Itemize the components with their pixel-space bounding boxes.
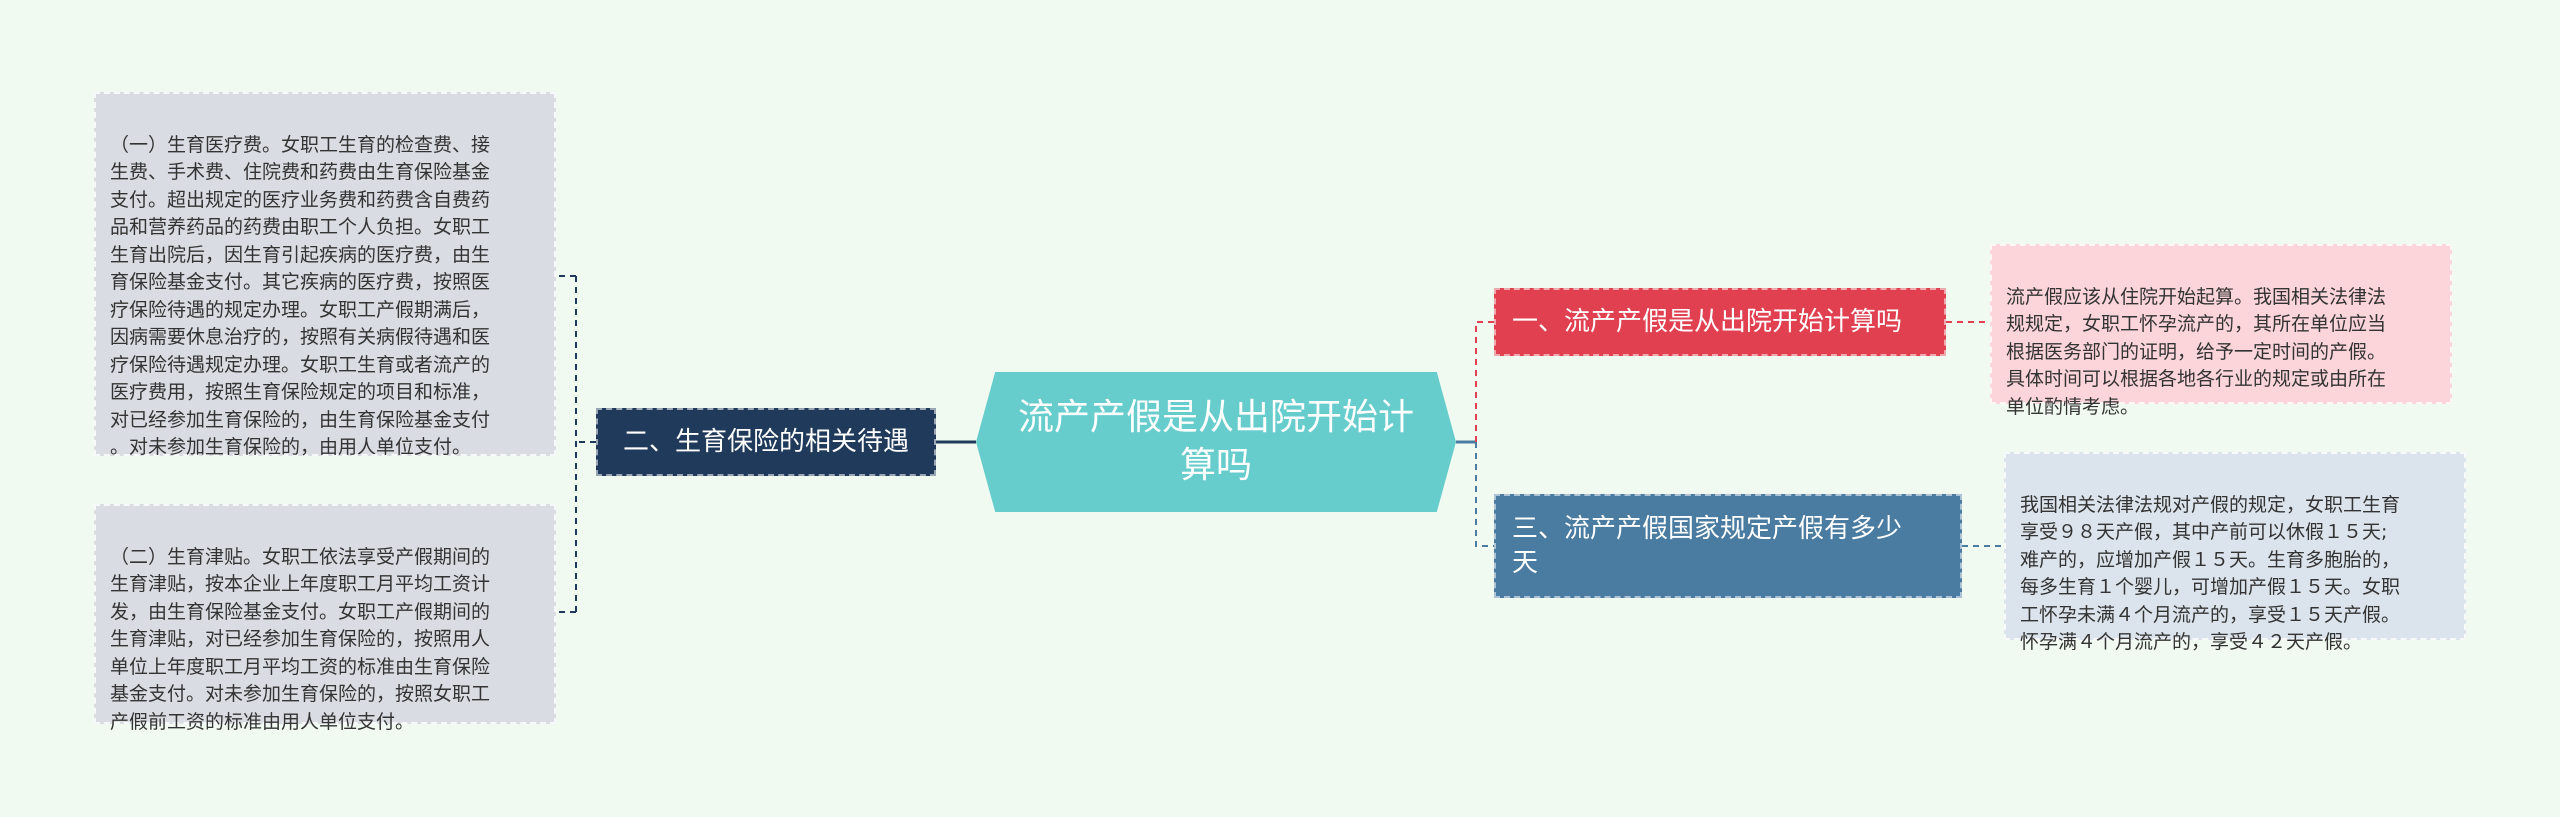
- leaf-right-1-text: 流产假应该从住院开始起算。我国相关法律法 规规定，女职工怀孕流产的，其所在单位应…: [2006, 285, 2387, 418]
- branch-right-3-label: 三、流产产假国家规定产假有多少 天: [1512, 514, 1903, 578]
- branch-right-1[interactable]: 一、流产产假是从出院开始计算吗: [1494, 288, 1946, 356]
- branch-right-3[interactable]: 三、流产产假国家规定产假有多少 天: [1494, 494, 1962, 598]
- central-topic[interactable]: 流产产假是从出院开始计算吗: [976, 372, 1456, 512]
- leaf-right-1[interactable]: 流产假应该从住院开始起算。我国相关法律法 规规定，女职工怀孕流产的，其所在单位应…: [1990, 244, 2452, 418]
- connector-left-leaves: [556, 275, 596, 613]
- leaf-left-1[interactable]: （一）生育医疗费。女职工生育的检查费、接 生费、手术费、住院费和药费由生育保险基…: [94, 92, 556, 459]
- connector-right3-trunk: [1475, 442, 1494, 547]
- connector-right1-trunk: [1475, 321, 1494, 442]
- leaf-right-3-text: 我国相关法律法规对产假的规定，女职工生育 享受９８天产假，其中产前可以休假１５天…: [2020, 493, 2401, 654]
- leaf-left-1-text: （一）生育医疗费。女职工生育的检查费、接 生费、手术费、住院费和药费由生育保险基…: [110, 133, 491, 459]
- central-topic-label: 流产产假是从出院开始计算吗: [1017, 397, 1414, 486]
- leaf-left-2[interactable]: （二）生育津贴。女职工依法享受产假期间的 生育津贴，按本企业上年度职工月平均工资…: [94, 504, 556, 733]
- branch-left-label: 二、生育保险的相关待遇: [622, 427, 909, 457]
- branch-left[interactable]: 二、生育保险的相关待遇: [596, 408, 936, 476]
- branch-right-1-label: 一、流产产假是从出院开始计算吗: [1512, 307, 1903, 337]
- leaf-left-2-text: （二）生育津贴。女职工依法享受产假期间的 生育津贴，按本企业上年度职工月平均工资…: [110, 545, 491, 733]
- leaf-right-3[interactable]: 我国相关法律法规对产假的规定，女职工生育 享受９８天产假，其中产前可以休假１５天…: [2004, 452, 2466, 653]
